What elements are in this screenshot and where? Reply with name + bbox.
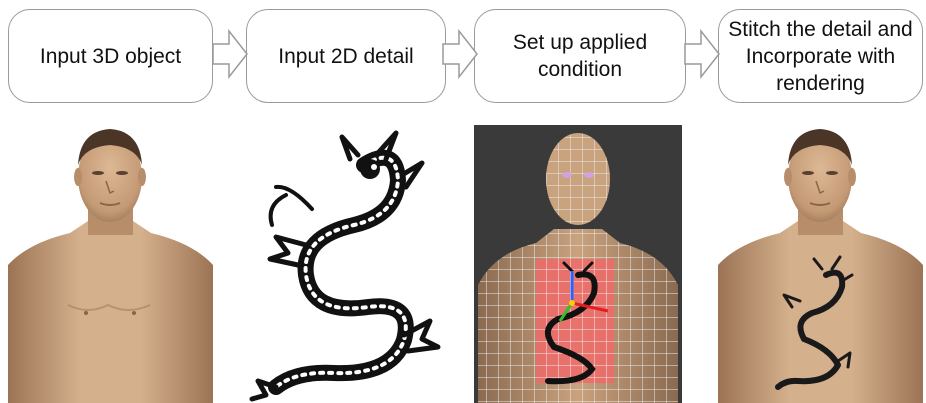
right-arrow-icon: [442, 28, 478, 80]
step-box-input-3d-object: Input 3D object: [8, 9, 213, 103]
step-box-set-up-applied-condition: Set up applied condition: [474, 9, 686, 103]
step-box-input-2d-detail: Input 2D detail: [246, 9, 446, 103]
3d-model-render: [8, 125, 213, 403]
step-label: Stitch the detail and Incorporate with r…: [727, 16, 914, 97]
right-arrow-icon: [684, 28, 720, 80]
image-3d-object: [8, 125, 213, 403]
image-final-render: [718, 125, 923, 403]
step-label: Input 2D detail: [278, 43, 413, 70]
dragon-tattoo-icon: [246, 125, 446, 403]
image-2d-detail: [246, 125, 446, 403]
step-box-stitch-and-render: Stitch the detail and Incorporate with r…: [718, 9, 923, 103]
right-arrow-icon: [212, 28, 248, 80]
image-applied-condition: [474, 125, 682, 403]
step-label: Input 3D object: [40, 43, 181, 70]
3d-model-render-with-tattoo: [718, 125, 923, 403]
wireframe-viewport: [474, 125, 682, 403]
step-label: Set up applied condition: [483, 29, 677, 83]
